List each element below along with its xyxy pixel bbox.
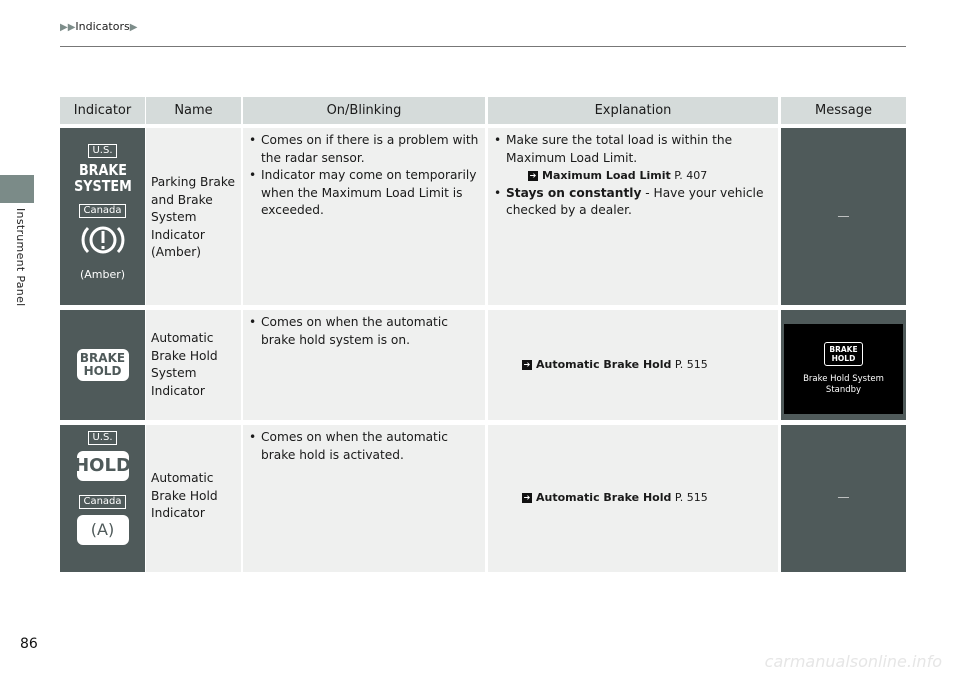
name-cell: Automatic Brake Hold System Indicator: [146, 310, 241, 420]
amber-note: (Amber): [79, 268, 126, 281]
auto-brake-hold-icon: (A): [76, 515, 129, 545]
name-cell: Parking Brake and Brake System Indicator…: [146, 128, 241, 305]
brake-text: BRAKE: [78, 161, 127, 179]
hold-icon: HOLD: [74, 451, 131, 481]
header-divider: [60, 46, 906, 47]
header-on-blinking: On/Blinking: [243, 97, 485, 124]
on-blinking-cell: Comes on when the automatic brake hold i…: [243, 425, 485, 572]
cross-reference-link[interactable]: ➔ Automatic Brake Hold P. 515: [500, 356, 774, 374]
xref-title: Automatic Brake Hold: [536, 491, 672, 504]
us-tag: U.S.: [88, 431, 117, 445]
list-item: Stays on constantly - Have your vehicle …: [494, 185, 774, 220]
brake-warning-icon: [81, 226, 124, 254]
message-cell: —: [781, 128, 906, 305]
side-tab-label: Instrument Panel: [14, 208, 27, 307]
header-message: Message: [781, 97, 906, 124]
explanation-cell: ➔ Automatic Brake Hold P. 515: [488, 310, 778, 420]
text: - Have your vehicle checked by a dealer.: [506, 185, 764, 218]
system-text: SYSTEM: [73, 177, 132, 195]
list-item: Make sure the total load is within the M…: [494, 132, 774, 167]
canada-tag: Canada: [79, 495, 126, 509]
hold-text: HOLD: [83, 364, 122, 378]
header-explanation: Explanation: [488, 97, 778, 124]
message-line: Brake Hold System: [803, 374, 884, 384]
on-blinking-cell: Comes on when the automatic brake hold s…: [243, 310, 485, 420]
canada-tag: Canada: [79, 204, 126, 218]
bold-text: Stays on constantly: [506, 185, 642, 200]
list-item: Comes on if there is a problem with the …: [249, 132, 481, 167]
side-tab: [0, 175, 34, 203]
xref-page: P. 407: [674, 169, 708, 182]
xref-title: Automatic Brake Hold: [536, 358, 672, 371]
watermark: carmanualsonline.info: [764, 652, 942, 671]
on-blinking-cell: Comes on if there is a problem with the …: [243, 128, 485, 305]
us-tag: U.S.: [88, 144, 117, 158]
list-item: Comes on when the automatic brake hold i…: [249, 429, 481, 464]
xref-page: P. 515: [674, 491, 708, 504]
message-line: Standby: [825, 385, 862, 395]
list-item: Indicator may come on temporarily when t…: [249, 167, 481, 220]
breadcrumb-section[interactable]: Indicators: [75, 20, 130, 33]
list-item: Comes on when the automatic brake hold s…: [249, 314, 481, 349]
brake-text: BRAKE: [79, 351, 126, 365]
cross-reference-link[interactable]: ➔ Automatic Brake Hold P. 515: [500, 489, 774, 507]
indicator-cell-brake-hold: U.S. HOLD Canada (A): [60, 425, 145, 572]
name-cell: Automatic Brake Hold Indicator: [146, 425, 241, 572]
header-indicator: Indicator: [60, 97, 145, 124]
cross-reference-link[interactable]: ➔ Maximum Load Limit P. 407: [506, 167, 774, 185]
xref-title: Maximum Load Limit: [542, 169, 671, 182]
message-cell: —: [781, 425, 906, 572]
arrow-icon: ➔: [522, 360, 532, 370]
arrow-icon: ➔: [522, 493, 532, 503]
explanation-cell: ➔ Automatic Brake Hold P. 515: [488, 425, 778, 572]
explanation-cell: Make sure the total load is within the M…: [488, 128, 778, 305]
header-name: Name: [146, 97, 241, 124]
page-number: 86: [20, 636, 38, 652]
breadcrumb: ▶▶Indicators▶: [60, 20, 138, 33]
arrow-icon: ➔: [528, 171, 538, 181]
hold-text: HOLD: [831, 354, 856, 363]
xref-page: P. 515: [674, 358, 708, 371]
brake-text: BRAKE: [829, 345, 858, 354]
